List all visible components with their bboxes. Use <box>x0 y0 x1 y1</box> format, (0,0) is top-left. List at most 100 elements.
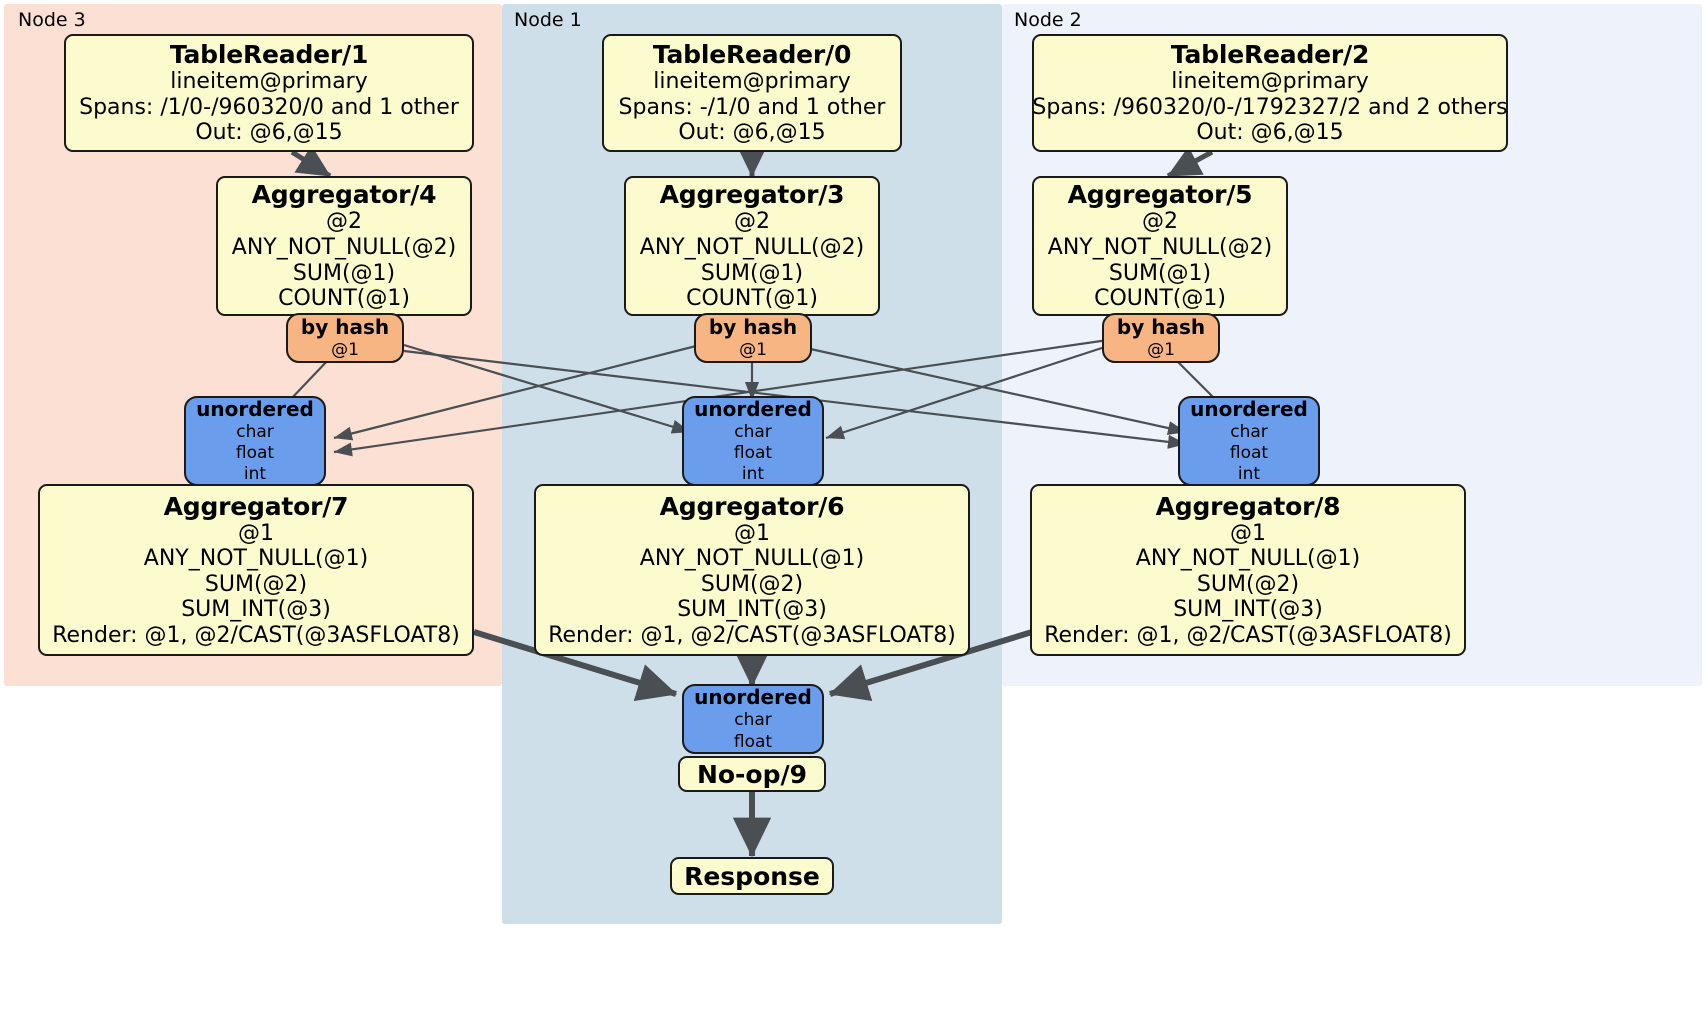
aggregator-8-group: @1 <box>1230 520 1266 546</box>
router-node2-key: @1 <box>1147 339 1175 360</box>
node-panel-label-node1: Node 1 <box>514 9 582 31</box>
aggregator-3-group: @2 <box>734 209 770 235</box>
edge-router-node3-to-sync-node3 <box>289 357 331 401</box>
edge-router-node1-to-sync-node2 <box>805 346 1187 435</box>
aggregator-4-agg-2: COUNT(@1) <box>278 286 410 312</box>
sync-node2-type-0: char <box>1230 421 1268 442</box>
aggregator-5-group: @2 <box>1142 209 1178 235</box>
aggregator-3-agg-2: COUNT(@1) <box>686 286 818 312</box>
router-node1-by-hash[interactable]: by hash @1 <box>694 313 812 363</box>
processor-aggregator-7[interactable]: Aggregator/7 @1 ANY_NOT_NULL(@1) SUM(@2)… <box>38 484 474 656</box>
edge-aggregator7-to-final-sync <box>473 629 678 702</box>
response-node[interactable]: Response <box>670 857 834 895</box>
tablereader-2-out: Out: @6,@15 <box>1196 120 1344 146</box>
sync-node2-type-2: int <box>1237 464 1261 485</box>
synchronizer-node2-unordered[interactable]: unordered char float int <box>1178 396 1320 486</box>
aggregator-6-agg-1: SUM(@2) <box>700 571 804 597</box>
edge-router-node2-to-sync-node2 <box>1175 359 1217 401</box>
router-node1-key: @1 <box>739 339 767 360</box>
aggregator-4-agg-1: SUM(@1) <box>292 260 396 286</box>
edge-router-node1-to-sync-node3 <box>333 343 701 441</box>
tablereader-2-title: TableReader/2 <box>1170 40 1370 70</box>
tablereader-0-title: TableReader/0 <box>652 40 852 70</box>
tablereader-0-spans: Spans: -/1/0 and 1 other <box>618 94 886 120</box>
sync-node1-type-0: char <box>734 421 772 442</box>
sync-node2-type-1: float <box>1229 442 1269 463</box>
tablereader-1-table: lineitem@primary <box>170 69 368 95</box>
sync-node3-type-1: float <box>235 442 275 463</box>
aggregator-6-agg-0: ANY_NOT_NULL(@1) <box>639 546 865 572</box>
aggregator-3-agg-0: ANY_NOT_NULL(@2) <box>639 234 865 260</box>
sync-final-title: unordered <box>694 685 812 710</box>
router-node2-by-hash[interactable]: by hash @1 <box>1102 313 1220 363</box>
response-title: Response <box>684 861 820 891</box>
aggregator-6-render: Render: @1, @2/CAST(@3ASFLOAT8) <box>548 622 956 648</box>
processor-noop-9[interactable]: No-op/9 <box>678 756 826 792</box>
processor-tablereader-1[interactable]: TableReader/1 lineitem@primary Spans: /1… <box>64 34 474 152</box>
router-node2-title: by hash <box>1116 315 1206 340</box>
synchronizer-node3-unordered[interactable]: unordered char float int <box>184 396 326 486</box>
sync-node2-title: unordered <box>1190 396 1308 421</box>
node-panel-label-node2: Node 2 <box>1014 9 1082 31</box>
node-panel-label-node3: Node 3 <box>18 9 86 31</box>
aggregator-8-render: Render: @1, @2/CAST(@3ASFLOAT8) <box>1044 622 1452 648</box>
aggregator-8-title: Aggregator/8 <box>1155 491 1341 521</box>
edge-router-node3-to-sync-node1 <box>403 343 691 434</box>
aggregator-7-title: Aggregator/7 <box>163 491 349 521</box>
noop-9-title: No-op/9 <box>696 759 808 789</box>
sync-node1-type-1: float <box>733 442 773 463</box>
sync-node1-title: unordered <box>694 396 812 421</box>
tablereader-1-out: Out: @6,@15 <box>195 120 343 146</box>
sync-final-type-0: char <box>734 710 772 731</box>
router-node1-title: by hash <box>708 315 798 340</box>
edge-router-node2-to-sync-node1 <box>825 344 1109 440</box>
aggregator-6-group: @1 <box>734 520 770 546</box>
processor-aggregator-5[interactable]: Aggregator/5 @2 ANY_NOT_NULL(@2) SUM(@1)… <box>1032 176 1288 316</box>
aggregator-7-agg-1: SUM(@2) <box>204 571 308 597</box>
tablereader-2-table: lineitem@primary <box>1171 69 1369 95</box>
aggregator-4-group: @2 <box>326 209 362 235</box>
tablereader-2-spans: Spans: /960320/0-/1792327/2 and 2 others <box>1032 94 1508 120</box>
processor-tablereader-2[interactable]: TableReader/2 lineitem@primary Spans: /9… <box>1032 34 1508 152</box>
aggregator-7-render: Render: @1, @2/CAST(@3ASFLOAT8) <box>52 622 460 648</box>
router-node3-key: @1 <box>331 339 359 360</box>
sync-node1-type-2: int <box>741 464 765 485</box>
tablereader-0-table: lineitem@primary <box>653 69 851 95</box>
processor-aggregator-4[interactable]: Aggregator/4 @2 ANY_NOT_NULL(@2) SUM(@1)… <box>216 176 472 316</box>
synchronizer-final-unordered[interactable]: unordered char float <box>682 684 824 754</box>
aggregator-7-agg-2: SUM_INT(@3) <box>181 597 331 623</box>
aggregator-7-group: @1 <box>238 520 274 546</box>
aggregator-8-agg-2: SUM_INT(@3) <box>1173 597 1323 623</box>
aggregator-7-agg-0: ANY_NOT_NULL(@1) <box>143 546 369 572</box>
processor-tablereader-0[interactable]: TableReader/0 lineitem@primary Spans: -/… <box>602 34 902 152</box>
aggregator-5-agg-1: SUM(@1) <box>1108 260 1212 286</box>
processor-aggregator-8[interactable]: Aggregator/8 @1 ANY_NOT_NULL(@1) SUM(@2)… <box>1030 484 1466 656</box>
tablereader-0-out: Out: @6,@15 <box>678 120 826 146</box>
aggregator-4-title: Aggregator/4 <box>251 180 437 210</box>
edge-tablereader1-to-aggregator4 <box>290 145 332 179</box>
edge-tablereader2-to-aggregator5 <box>1166 146 1214 179</box>
synchronizer-node1-unordered[interactable]: unordered char float int <box>682 396 824 486</box>
aggregator-8-agg-0: ANY_NOT_NULL(@1) <box>1135 546 1361 572</box>
processor-aggregator-3[interactable]: Aggregator/3 @2 ANY_NOT_NULL(@2) SUM(@1)… <box>624 176 880 316</box>
aggregator-6-title: Aggregator/6 <box>659 491 845 521</box>
router-node3-title: by hash <box>300 315 390 340</box>
sync-final-type-1: float <box>733 731 773 752</box>
aggregator-5-agg-2: COUNT(@1) <box>1094 286 1226 312</box>
aggregator-6-agg-2: SUM_INT(@3) <box>677 597 827 623</box>
aggregator-3-agg-1: SUM(@1) <box>700 260 804 286</box>
aggregator-5-agg-0: ANY_NOT_NULL(@2) <box>1047 234 1273 260</box>
aggregator-5-title: Aggregator/5 <box>1067 180 1253 210</box>
aggregator-3-title: Aggregator/3 <box>659 180 845 210</box>
router-node3-by-hash[interactable]: by hash @1 <box>286 313 404 363</box>
aggregator-8-agg-1: SUM(@2) <box>1196 571 1300 597</box>
processor-aggregator-6[interactable]: Aggregator/6 @1 ANY_NOT_NULL(@1) SUM(@2)… <box>534 484 970 656</box>
sync-node3-type-0: char <box>236 421 274 442</box>
tablereader-1-title: TableReader/1 <box>169 40 369 70</box>
sync-node3-type-2: int <box>243 464 267 485</box>
tablereader-1-spans: Spans: /1/0-/960320/0 and 1 other <box>79 94 459 120</box>
aggregator-4-agg-0: ANY_NOT_NULL(@2) <box>231 234 457 260</box>
edge-aggregator8-to-final-sync <box>828 629 1033 702</box>
